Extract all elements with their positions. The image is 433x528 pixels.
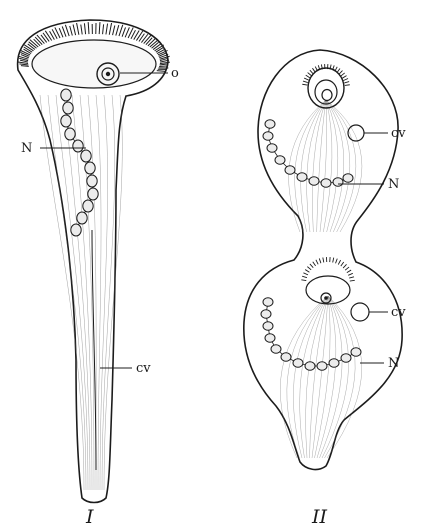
label-cv-upper: cv [391, 126, 406, 141]
label-o: o [171, 66, 179, 81]
panel-two-numeral: II [311, 506, 328, 528]
nucleus-chain-lower [261, 298, 361, 370]
organism-one: o N cv I [18, 20, 179, 528]
peristome-one [32, 40, 156, 88]
label-cv-one: cv [136, 361, 151, 376]
organism-two: cv N cv N II [244, 50, 406, 528]
striations-two [280, 100, 362, 458]
nucleus-chain-one [61, 89, 98, 236]
label-cv-lower: cv [391, 305, 406, 320]
vacuole-lower [351, 303, 369, 321]
vacuole-upper [348, 125, 364, 141]
panel-one-numeral: I [85, 506, 94, 528]
label-n-one: N [21, 141, 32, 156]
organism-one-body [18, 20, 168, 503]
label-n-lower: N [388, 356, 399, 371]
label-n-upper: N [388, 177, 399, 192]
